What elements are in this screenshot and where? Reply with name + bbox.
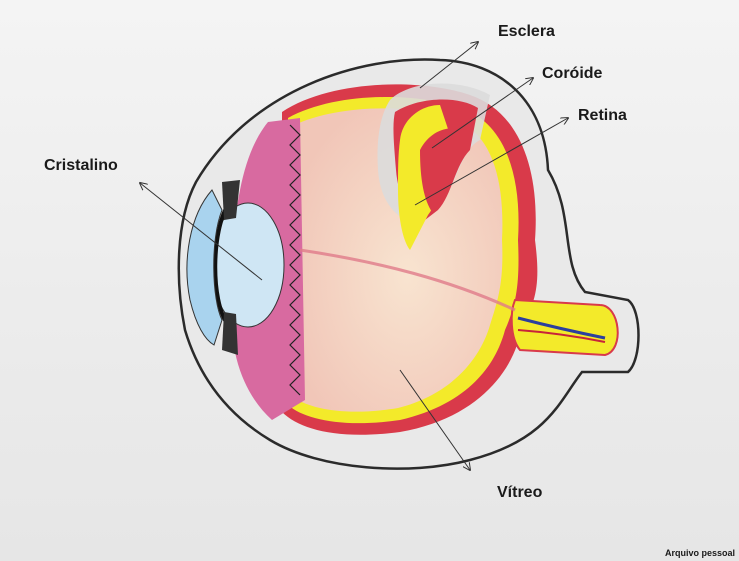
image-credit: Arquivo pessoal [665,548,735,558]
optic-nerve [512,300,618,355]
label-esclera: Esclera [498,24,555,40]
label-retina: Retina [578,108,627,124]
label-coroide: Coróide [542,66,602,82]
label-vitreo: Vítreo [497,485,542,501]
label-cristalino: Cristalino [44,158,118,174]
